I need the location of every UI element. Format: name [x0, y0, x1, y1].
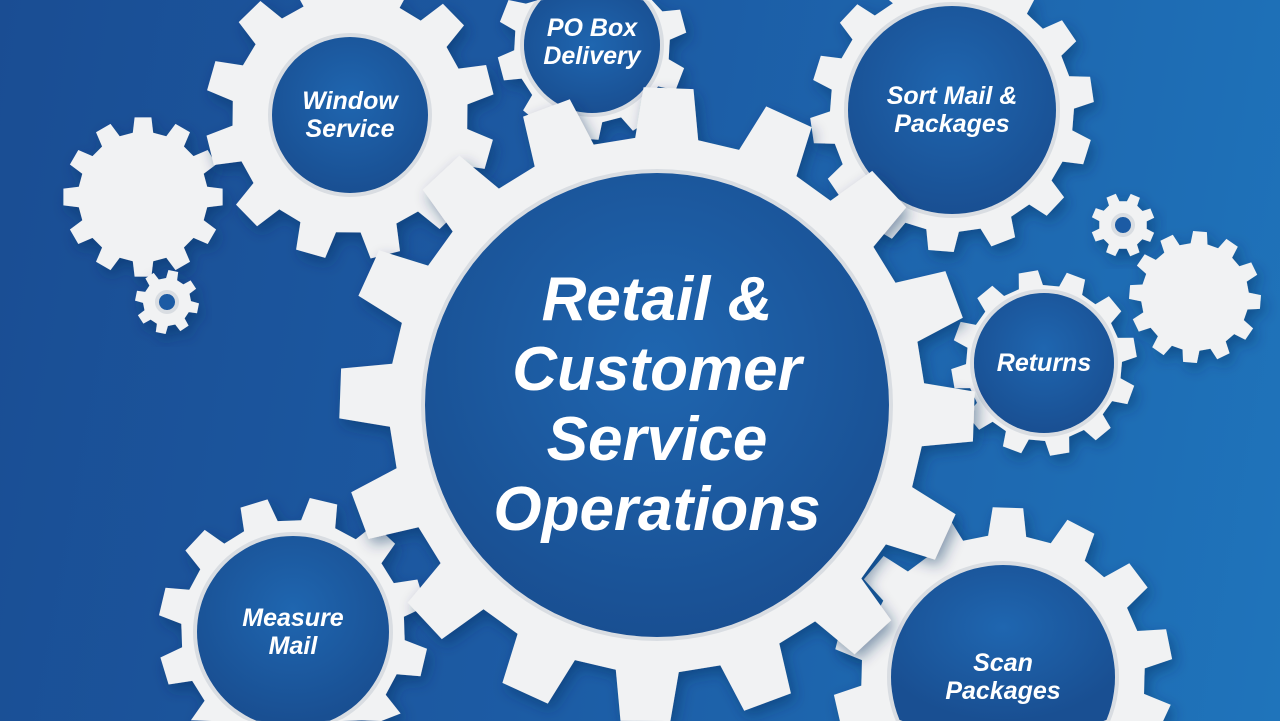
label-line: Sort Mail & [886, 82, 1018, 110]
label-line: Measure [242, 604, 344, 632]
gear-hole [1115, 217, 1131, 233]
gear-body [63, 117, 223, 277]
scan-packages-gear [833, 507, 1173, 721]
main-gear [339, 87, 975, 721]
main-gear-label: Retail & Customer Service Operations [493, 265, 820, 545]
small-gear-right [1129, 231, 1261, 363]
gear-body [1129, 231, 1261, 363]
scan-packages-label: Scan Packages [945, 649, 1060, 705]
label-line: Returns [996, 349, 1092, 377]
main-label-line: Retail & [541, 264, 773, 334]
main-label-line: Service [546, 405, 768, 474]
main-label-line: Customer [512, 334, 802, 404]
gear-hole [197, 536, 389, 721]
label-line: PO Box [546, 14, 638, 42]
label-line: Mail [268, 632, 318, 660]
gear-hole [891, 565, 1115, 721]
small-gear-left [63, 117, 223, 277]
po-box-delivery-label: PO Box Delivery [543, 14, 640, 70]
gear-hole [524, 0, 660, 113]
window-service-gear [206, 0, 494, 259]
gear-hole [974, 293, 1114, 433]
label-line: Packages [894, 110, 1010, 138]
sort-mail-packages-label: Sort Mail & Packages [887, 82, 1018, 138]
measure-mail-gear [159, 498, 427, 721]
label-line: Service [305, 115, 395, 143]
po-box-delivery-gear [497, 0, 687, 140]
gear-hole [425, 173, 889, 637]
label-line: Scan [973, 649, 1033, 677]
label-line: Packages [945, 677, 1061, 705]
label-line: Delivery [543, 42, 641, 70]
label-line: Window [302, 87, 398, 115]
main-label-line: Operations [493, 475, 821, 545]
window-service-label: Window Service [302, 87, 398, 143]
tiny-gear-right [1091, 193, 1155, 257]
returns-label: Returns [997, 349, 1091, 377]
gear-hole [848, 6, 1056, 214]
tiny-gear-left [135, 270, 199, 334]
gear-hole [272, 37, 428, 193]
measure-mail-label: Measure Mail [242, 604, 343, 660]
gear-hole [159, 294, 175, 310]
returns-gear [951, 270, 1137, 456]
